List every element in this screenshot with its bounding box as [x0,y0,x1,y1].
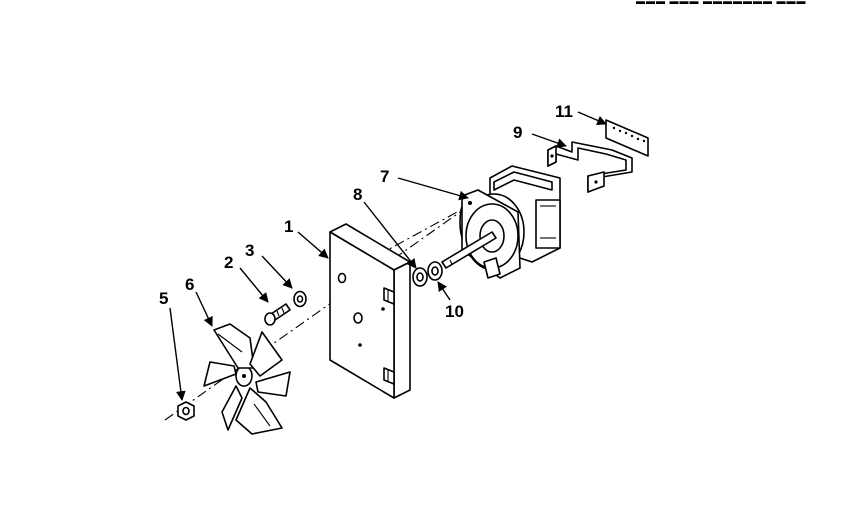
leader-lines [169,111,607,401]
callout-11: 11 [555,102,573,121]
callout-10: 10 [445,302,464,321]
assembly-axis [164,204,471,421]
part-3-washer [293,290,307,308]
part-8-washer [412,267,428,287]
part-6-fan-blade [203,323,291,435]
callout-8: 8 [353,185,362,204]
part-7-fan-motor [441,165,561,279]
part-9-mounting-bracket [547,141,633,193]
part-11-spacer-plate [605,119,649,157]
callout-2: 2 [224,253,233,272]
part-1-mounting-plate [329,223,411,399]
callout-3: 3 [245,241,254,260]
part-5-nut [177,401,195,421]
callout-9: 9 [513,123,522,142]
header-fragment: ▬▬▬ ▬▬▬ ▬▬▬▬▬▬▬ ▬▬▬ [636,0,807,6]
callout-6: 6 [185,275,194,294]
callout-5: 5 [159,289,168,308]
callout-1: 1 [284,217,293,236]
callout-7: 7 [380,167,389,186]
part-2-screw [264,303,291,326]
part-10-washer [427,261,443,281]
